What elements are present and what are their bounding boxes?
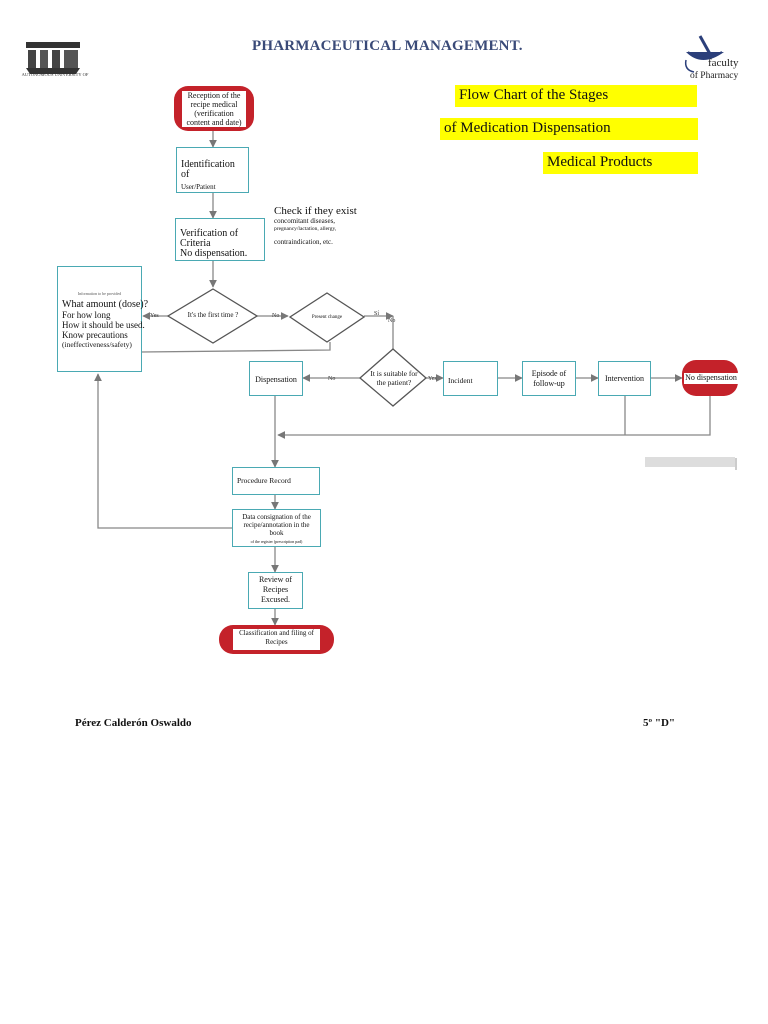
chart-title-line3: Medical Products <box>543 152 698 174</box>
box-intervention: Intervention <box>598 361 651 396</box>
box-identification: Identification of User/Patient <box>176 147 249 193</box>
decision-suitable: It is suitable for the patient? <box>370 369 418 387</box>
review-line2: Recipes <box>262 585 289 594</box>
page-title: PHARMACEUTICAL MANAGEMENT. <box>252 38 523 54</box>
classification-text: Classification and filing of Recipes <box>233 629 320 650</box>
box-review: Review of Recipes Excused. <box>248 572 303 609</box>
terminal-reception: Reception of the recipe medical (verific… <box>174 86 254 131</box>
info-line2: For how long <box>62 310 111 320</box>
box-episode: Episode of follow-up <box>522 361 576 396</box>
edge-label-yes-suitable: Yes <box>428 376 437 382</box>
info-line1: What amount (dose)? <box>62 299 149 310</box>
decision-present-change: Present change <box>311 315 343 320</box>
university-logo <box>26 42 80 74</box>
check-line1: concomitant diseases, <box>274 217 336 225</box>
identification-line2: User/Patient <box>181 183 216 191</box>
faculty-name-line1: faculty <box>708 57 739 69</box>
faculty-logo-icon <box>684 35 724 73</box>
box-dispensation: Dispensation <box>249 361 303 396</box>
box-procedure-record: Procedure Record <box>232 467 320 495</box>
diamond-present-change <box>288 292 366 343</box>
edge-label-yes-first: Yes <box>150 313 159 319</box>
faculty-name-line2: of Pharmacy <box>690 71 739 81</box>
diamond-suitable <box>359 348 427 407</box>
info-line4: Know precautions <box>62 330 128 340</box>
chart-title-line2: of Medication Dispensation <box>440 118 698 140</box>
edge-label-no-change: No <box>388 318 396 324</box>
box-data-consignation: Data consignation of the recipe/annotati… <box>232 509 321 547</box>
review-line1: Review of <box>258 575 293 584</box>
check-line3: contraindication, etc. <box>274 238 333 246</box>
data-consignation-text: Data consignation of the recipe/annotati… <box>242 513 311 537</box>
info-line5: (ineffectiveness/safety) <box>62 340 132 349</box>
diamond-first-time <box>166 288 259 344</box>
check-line2: pregnancy/lactation, allergy, <box>274 226 337 232</box>
verification-line1: Verification of Criteria <box>180 228 239 249</box>
box-incident: Incident <box>443 361 498 396</box>
edge-label-yes-change: Sí <box>374 311 380 317</box>
verification-line2: No dispensation. <box>180 248 248 259</box>
data-consignation-sub: of the register (prescription pad) <box>250 539 303 544</box>
footer-group: 5º "D" <box>643 717 676 729</box>
footer-author: Pérez Calderón Oswaldo <box>75 717 192 729</box>
box-verification: Verification of Criteria No dispensation… <box>175 218 265 261</box>
identification-line1: Identification of <box>181 159 235 180</box>
no-dispensation-text: No dispensation <box>684 373 738 384</box>
box-information: Information to be provided What amount (… <box>57 266 149 372</box>
reception-text: Reception of the recipe medical (verific… <box>182 91 246 127</box>
terminal-classification: Classification and filing of Recipes <box>219 625 334 654</box>
info-box-header: Information to be provided <box>77 291 122 296</box>
edge-label-no-first: No <box>272 313 280 319</box>
terminal-no-dispensation: No dispensation <box>682 360 738 396</box>
decision-diamonds <box>166 288 427 407</box>
info-line3: How it should be used. <box>62 320 145 330</box>
check-title: Check if they exist <box>274 205 357 217</box>
review-line3: Excused. <box>260 595 291 604</box>
edge-label-no-suitable: No <box>328 376 336 382</box>
chart-title-line1: Flow Chart of the Stages <box>455 85 697 107</box>
university-name: AUTONOMOUS UNIVERSITY OF <box>21 72 89 77</box>
decision-first-time: It's the first time ? <box>187 311 239 319</box>
